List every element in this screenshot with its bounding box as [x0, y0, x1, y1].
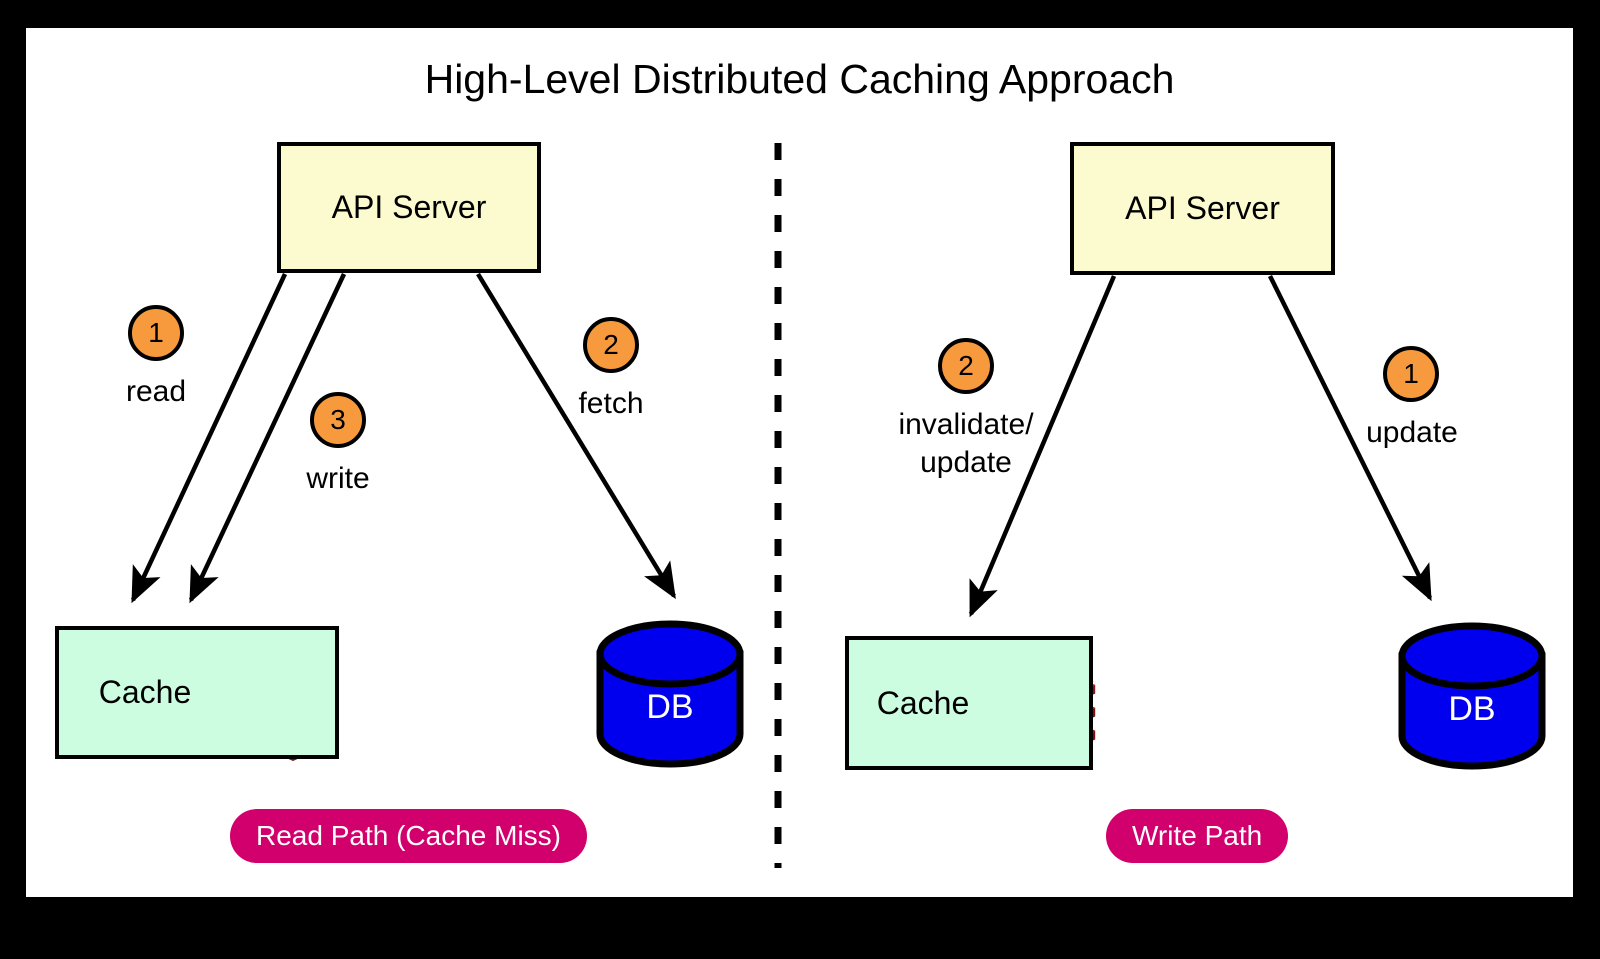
step-badge-update: 1 — [1383, 346, 1439, 402]
step-badge-fetch: 2 — [583, 317, 639, 373]
db-label-left: DB — [646, 688, 694, 726]
step-label-write: write — [306, 462, 370, 495]
diagram-canvas: High-Level Distributed Caching Approach … — [26, 28, 1573, 897]
arrow-fetch — [476, 272, 676, 600]
cache-box-left[interactable]: Cache — [55, 626, 339, 759]
step-badge-write: 3 — [310, 392, 366, 448]
step-label-fetch: fetch — [578, 387, 644, 420]
diagram-vector-layer — [130, 143, 1546, 868]
page-title: High-Level Distributed Caching Approach — [424, 56, 1175, 102]
api-server-label-left: API Server — [331, 189, 487, 225]
api-server-label-right: API Server — [1125, 190, 1280, 226]
db-label-right: DB — [1448, 690, 1496, 728]
step-label-invalidate-update: invalidate/ update — [898, 408, 1034, 479]
step-label-read: read — [125, 375, 187, 408]
api-server-box-left[interactable]: API Server — [277, 142, 541, 273]
db-cylinder-right — [1398, 622, 1546, 770]
db-cylinder-left — [596, 620, 744, 768]
cache-label-right: Cache — [876, 684, 970, 721]
step-badge-invalidate-update: 2 — [938, 338, 994, 394]
write-path-caption: Write Path — [1106, 809, 1289, 863]
step-badge-read: 1 — [128, 305, 184, 361]
step-label-update: update — [1366, 416, 1458, 449]
cache-box-right[interactable]: Cache — [845, 636, 1093, 770]
api-server-box-right[interactable]: API Server — [1070, 142, 1335, 275]
cache-label-left: Cache — [98, 674, 192, 710]
read-path-caption: Read Path (Cache Miss) — [230, 809, 588, 863]
